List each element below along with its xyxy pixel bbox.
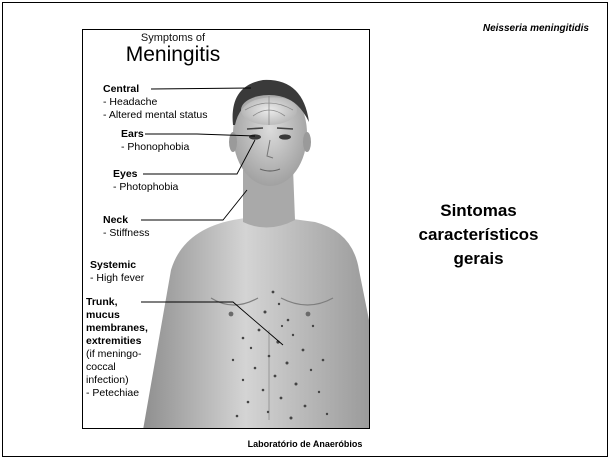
label-item: - High fever <box>90 272 144 285</box>
label-heading: Eyes <box>113 168 178 181</box>
organism-name: Neisseria meningitidis <box>483 23 589 34</box>
meningitis-symptoms-figure: Symptoms of Meningitis Central - Headach… <box>82 29 370 429</box>
label-item: coccal <box>86 361 148 374</box>
label-heading: extremities <box>86 335 148 348</box>
label-heading: Ears <box>121 128 189 141</box>
label-trunk: Trunk, mucus membranes, extremities (if … <box>86 296 148 400</box>
slide-title-line: Sintomas <box>381 199 576 223</box>
label-heading: Trunk, <box>86 296 148 309</box>
slide-title-line: gerais <box>381 247 576 271</box>
label-neck: Neck - Stiffness <box>103 214 150 240</box>
slide-footer: Laboratório de Anaeróbios <box>3 439 607 449</box>
label-heading: Neck <box>103 214 150 227</box>
slide-title: Sintomas característicos gerais <box>381 199 576 271</box>
label-item: - Stiffness <box>103 227 150 240</box>
label-central: Central - Headache - Altered mental stat… <box>103 83 207 122</box>
label-heading: mucus <box>86 309 148 322</box>
label-item: infection) <box>86 374 148 387</box>
label-item: - Petechiae <box>86 387 148 400</box>
label-systemic: Systemic - High fever <box>90 259 144 285</box>
figure-title: Meningitis <box>83 43 263 67</box>
label-heading: Central <box>103 83 207 96</box>
label-heading: membranes, <box>86 322 148 335</box>
label-item: (if meningo- <box>86 348 148 361</box>
label-item: - Headache <box>103 96 207 109</box>
label-ears: Ears - Phonophobia <box>121 128 189 154</box>
label-item: - Altered mental status <box>103 109 207 122</box>
label-eyes: Eyes - Photophobia <box>113 168 178 194</box>
slide-title-line: característicos <box>381 223 576 247</box>
label-item: - Phonophobia <box>121 141 189 154</box>
label-item: - Photophobia <box>113 181 178 194</box>
label-heading: Systemic <box>90 259 144 272</box>
